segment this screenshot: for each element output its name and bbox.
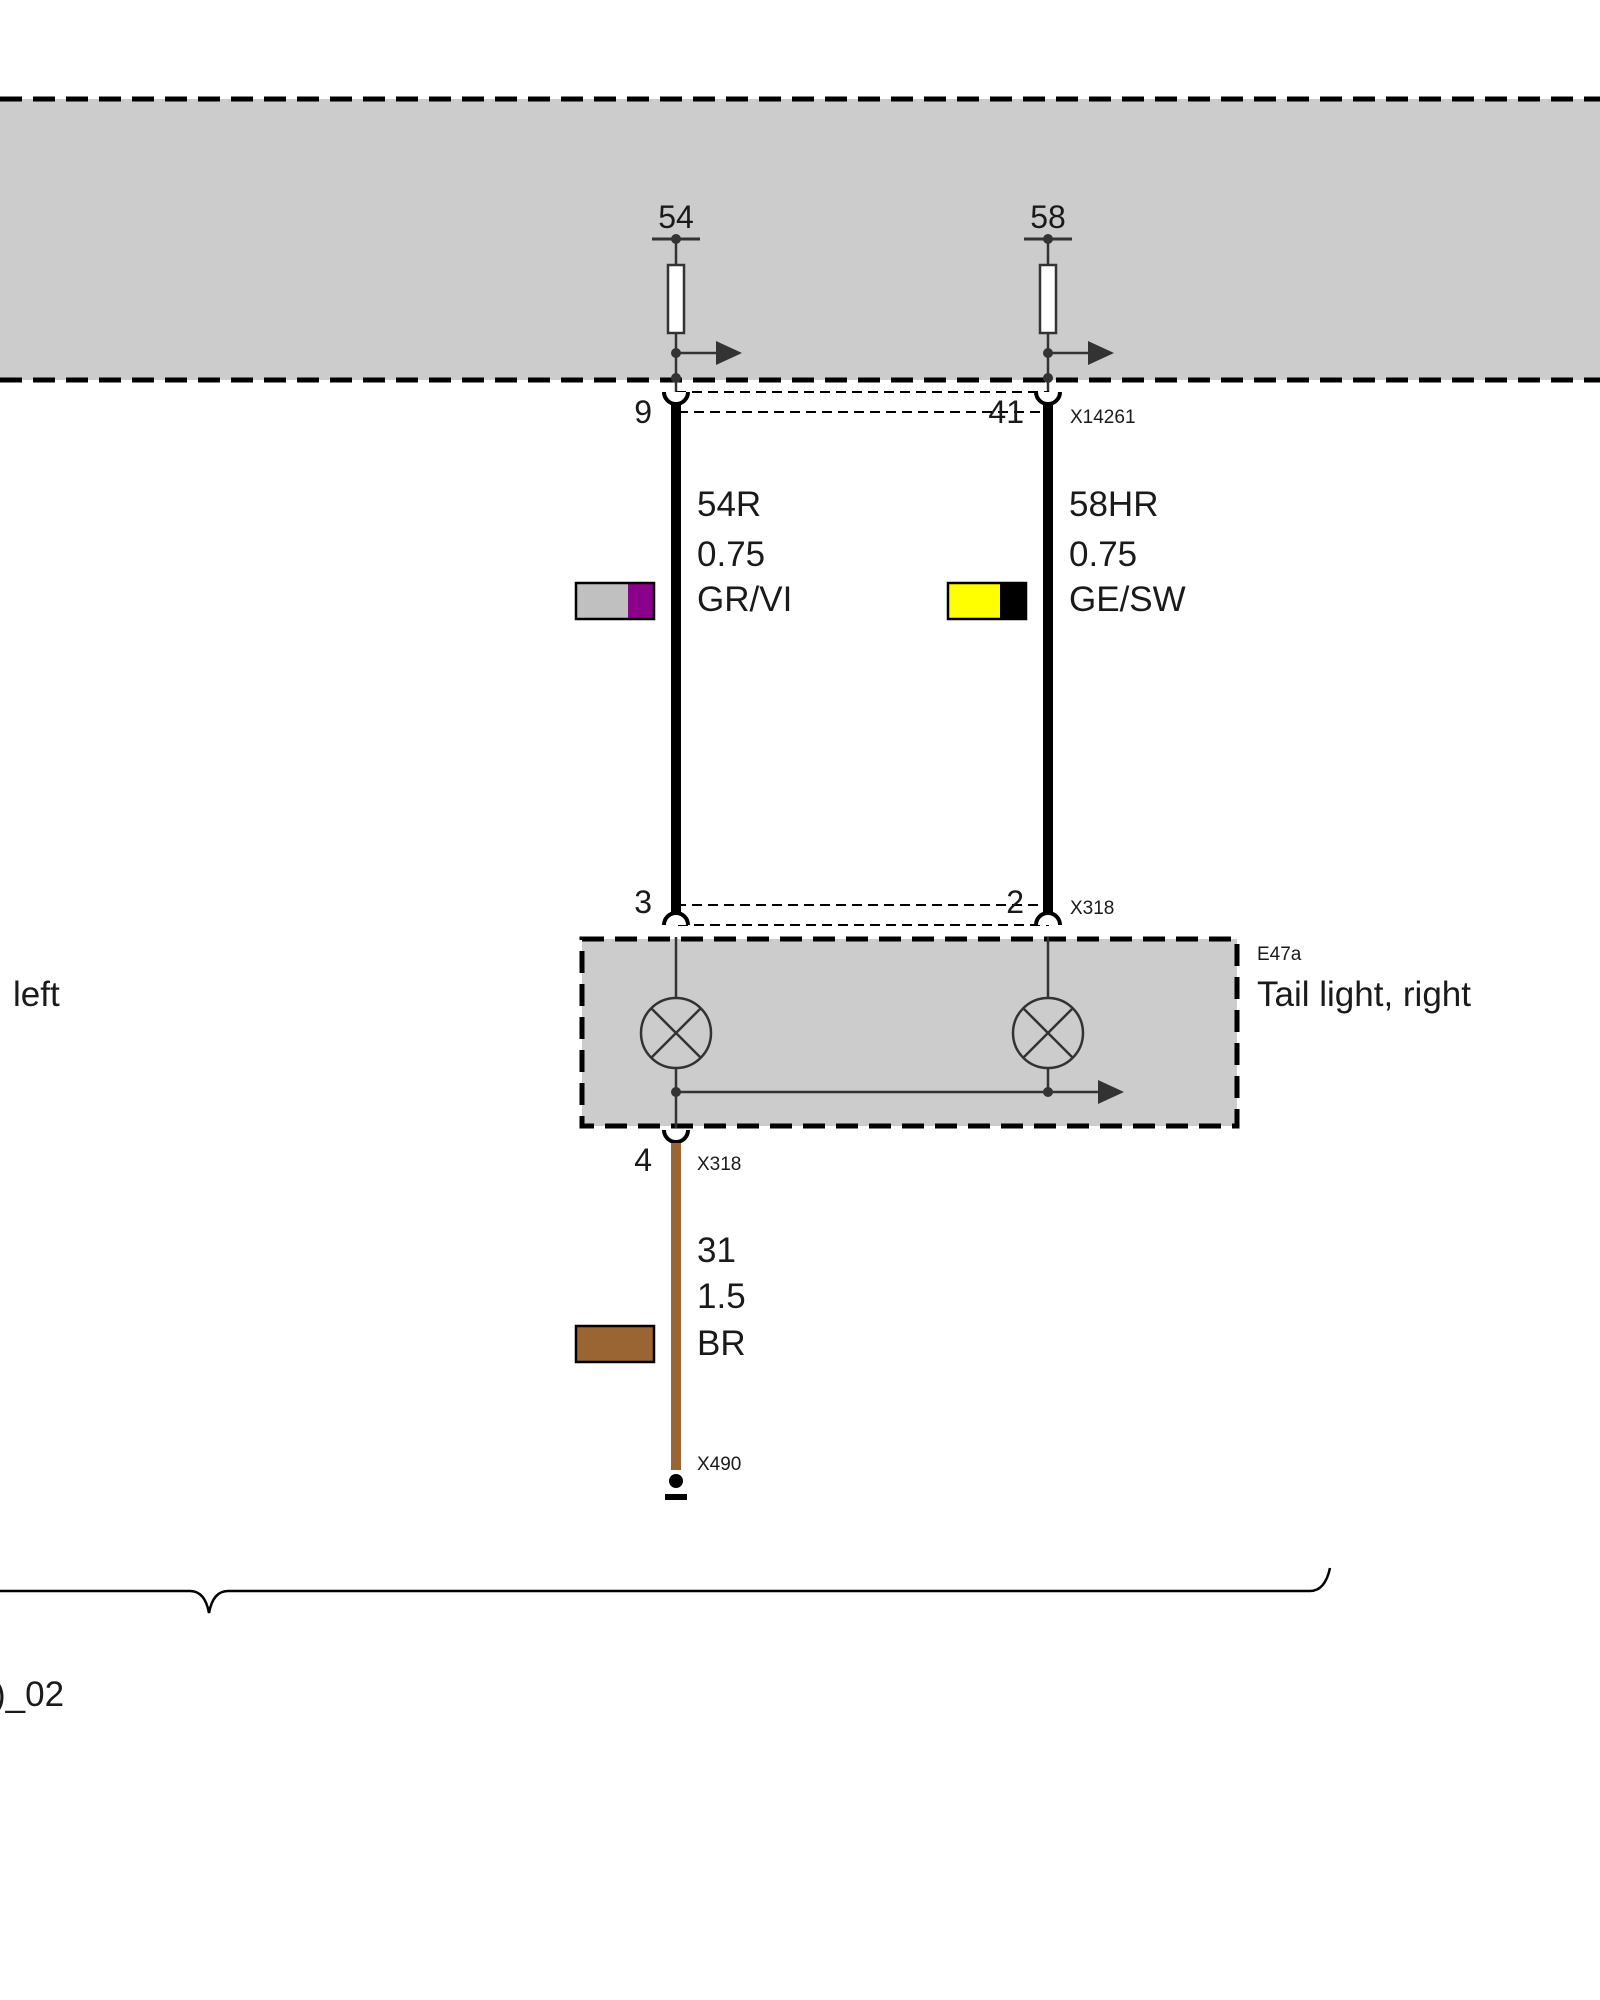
connector-x318-upper: 3 2 X318: [634, 884, 1114, 926]
ground-wire-cross-section: 1.5: [697, 1277, 746, 1316]
wire-58hr: 58HR 0.75 GE/SW: [946, 404, 1186, 918]
left-component-fragment: left: [13, 975, 60, 1014]
tail-light-name: Tail light, right: [1257, 975, 1471, 1014]
fuse-58: 58: [1024, 199, 1114, 392]
wire-right-signal: 58HR: [1069, 485, 1158, 524]
tail-light-e47a: E47a Tail light, right: [579, 936, 1471, 1129]
arrow-right-icon: [1088, 341, 1114, 365]
ground-connector-name: X318: [697, 1154, 741, 1175]
wire-left-cross-section: 0.75: [697, 535, 765, 574]
wire-color-swatch: [574, 1324, 656, 1364]
group-brace: [0, 1567, 1332, 1614]
pin-socket-icon: [1034, 391, 1062, 406]
wire-right-color-code: GE/SW: [1069, 580, 1186, 619]
connector-bottom-outline: [675, 904, 1049, 926]
arrow-right-icon: [716, 341, 742, 365]
wire-color-swatch: [946, 581, 1028, 621]
wire-color-swatch: [574, 581, 656, 621]
wire-left-color-code: GR/VI: [697, 580, 792, 619]
ground-connector-pin: 4: [634, 1142, 652, 1178]
wire-left-signal: 54R: [697, 485, 761, 524]
left-page-ref-fragment: )_02: [0, 1675, 64, 1714]
pin-socket-icon: [662, 911, 690, 926]
ground-bar: [665, 1494, 687, 1500]
ground-wire-signal: 31: [697, 1231, 736, 1270]
control-unit-housing: [0, 99, 1600, 380]
connector-bottom-pin-right: 2: [1006, 884, 1024, 920]
tail-light-housing: [579, 936, 1240, 1129]
connector-top-pin-left: 9: [634, 394, 652, 430]
connector-bottom-pin-left: 3: [634, 884, 652, 920]
ground-wire-color-code: BR: [697, 1324, 746, 1363]
wire-54r: 54R 0.75 GR/VI: [574, 404, 792, 918]
fuse-left-label: 54: [658, 199, 694, 235]
fuse-right-label: 58: [1030, 199, 1066, 235]
ground-point-x490: X490: [665, 1454, 741, 1500]
connector-x14261: 9 41 X14261: [634, 391, 1136, 430]
ground-point-name: X490: [697, 1454, 741, 1475]
connector-x318-ground: 4 X318: [634, 1129, 741, 1178]
pin-socket-icon: [662, 391, 690, 406]
connector-top-pin-right: 41: [988, 394, 1024, 430]
wire-31: 31 1.5 BR: [574, 1143, 746, 1470]
arrow-right-icon: [1098, 1080, 1124, 1104]
control-unit: 54 58: [0, 96, 1600, 392]
fuse-54: 54: [652, 199, 742, 392]
connector-bottom-name: X318: [1070, 898, 1114, 919]
fuse-right-body: [1038, 263, 1058, 335]
tail-light-code: E47a: [1257, 944, 1302, 965]
fuse-left-body: [666, 263, 686, 335]
ground-icon: [669, 1474, 683, 1488]
wire-right-cross-section: 0.75: [1069, 535, 1137, 574]
pin-socket-icon: [662, 1129, 690, 1144]
connector-top-name: X14261: [1070, 407, 1136, 428]
pin-socket-icon: [1034, 911, 1062, 926]
